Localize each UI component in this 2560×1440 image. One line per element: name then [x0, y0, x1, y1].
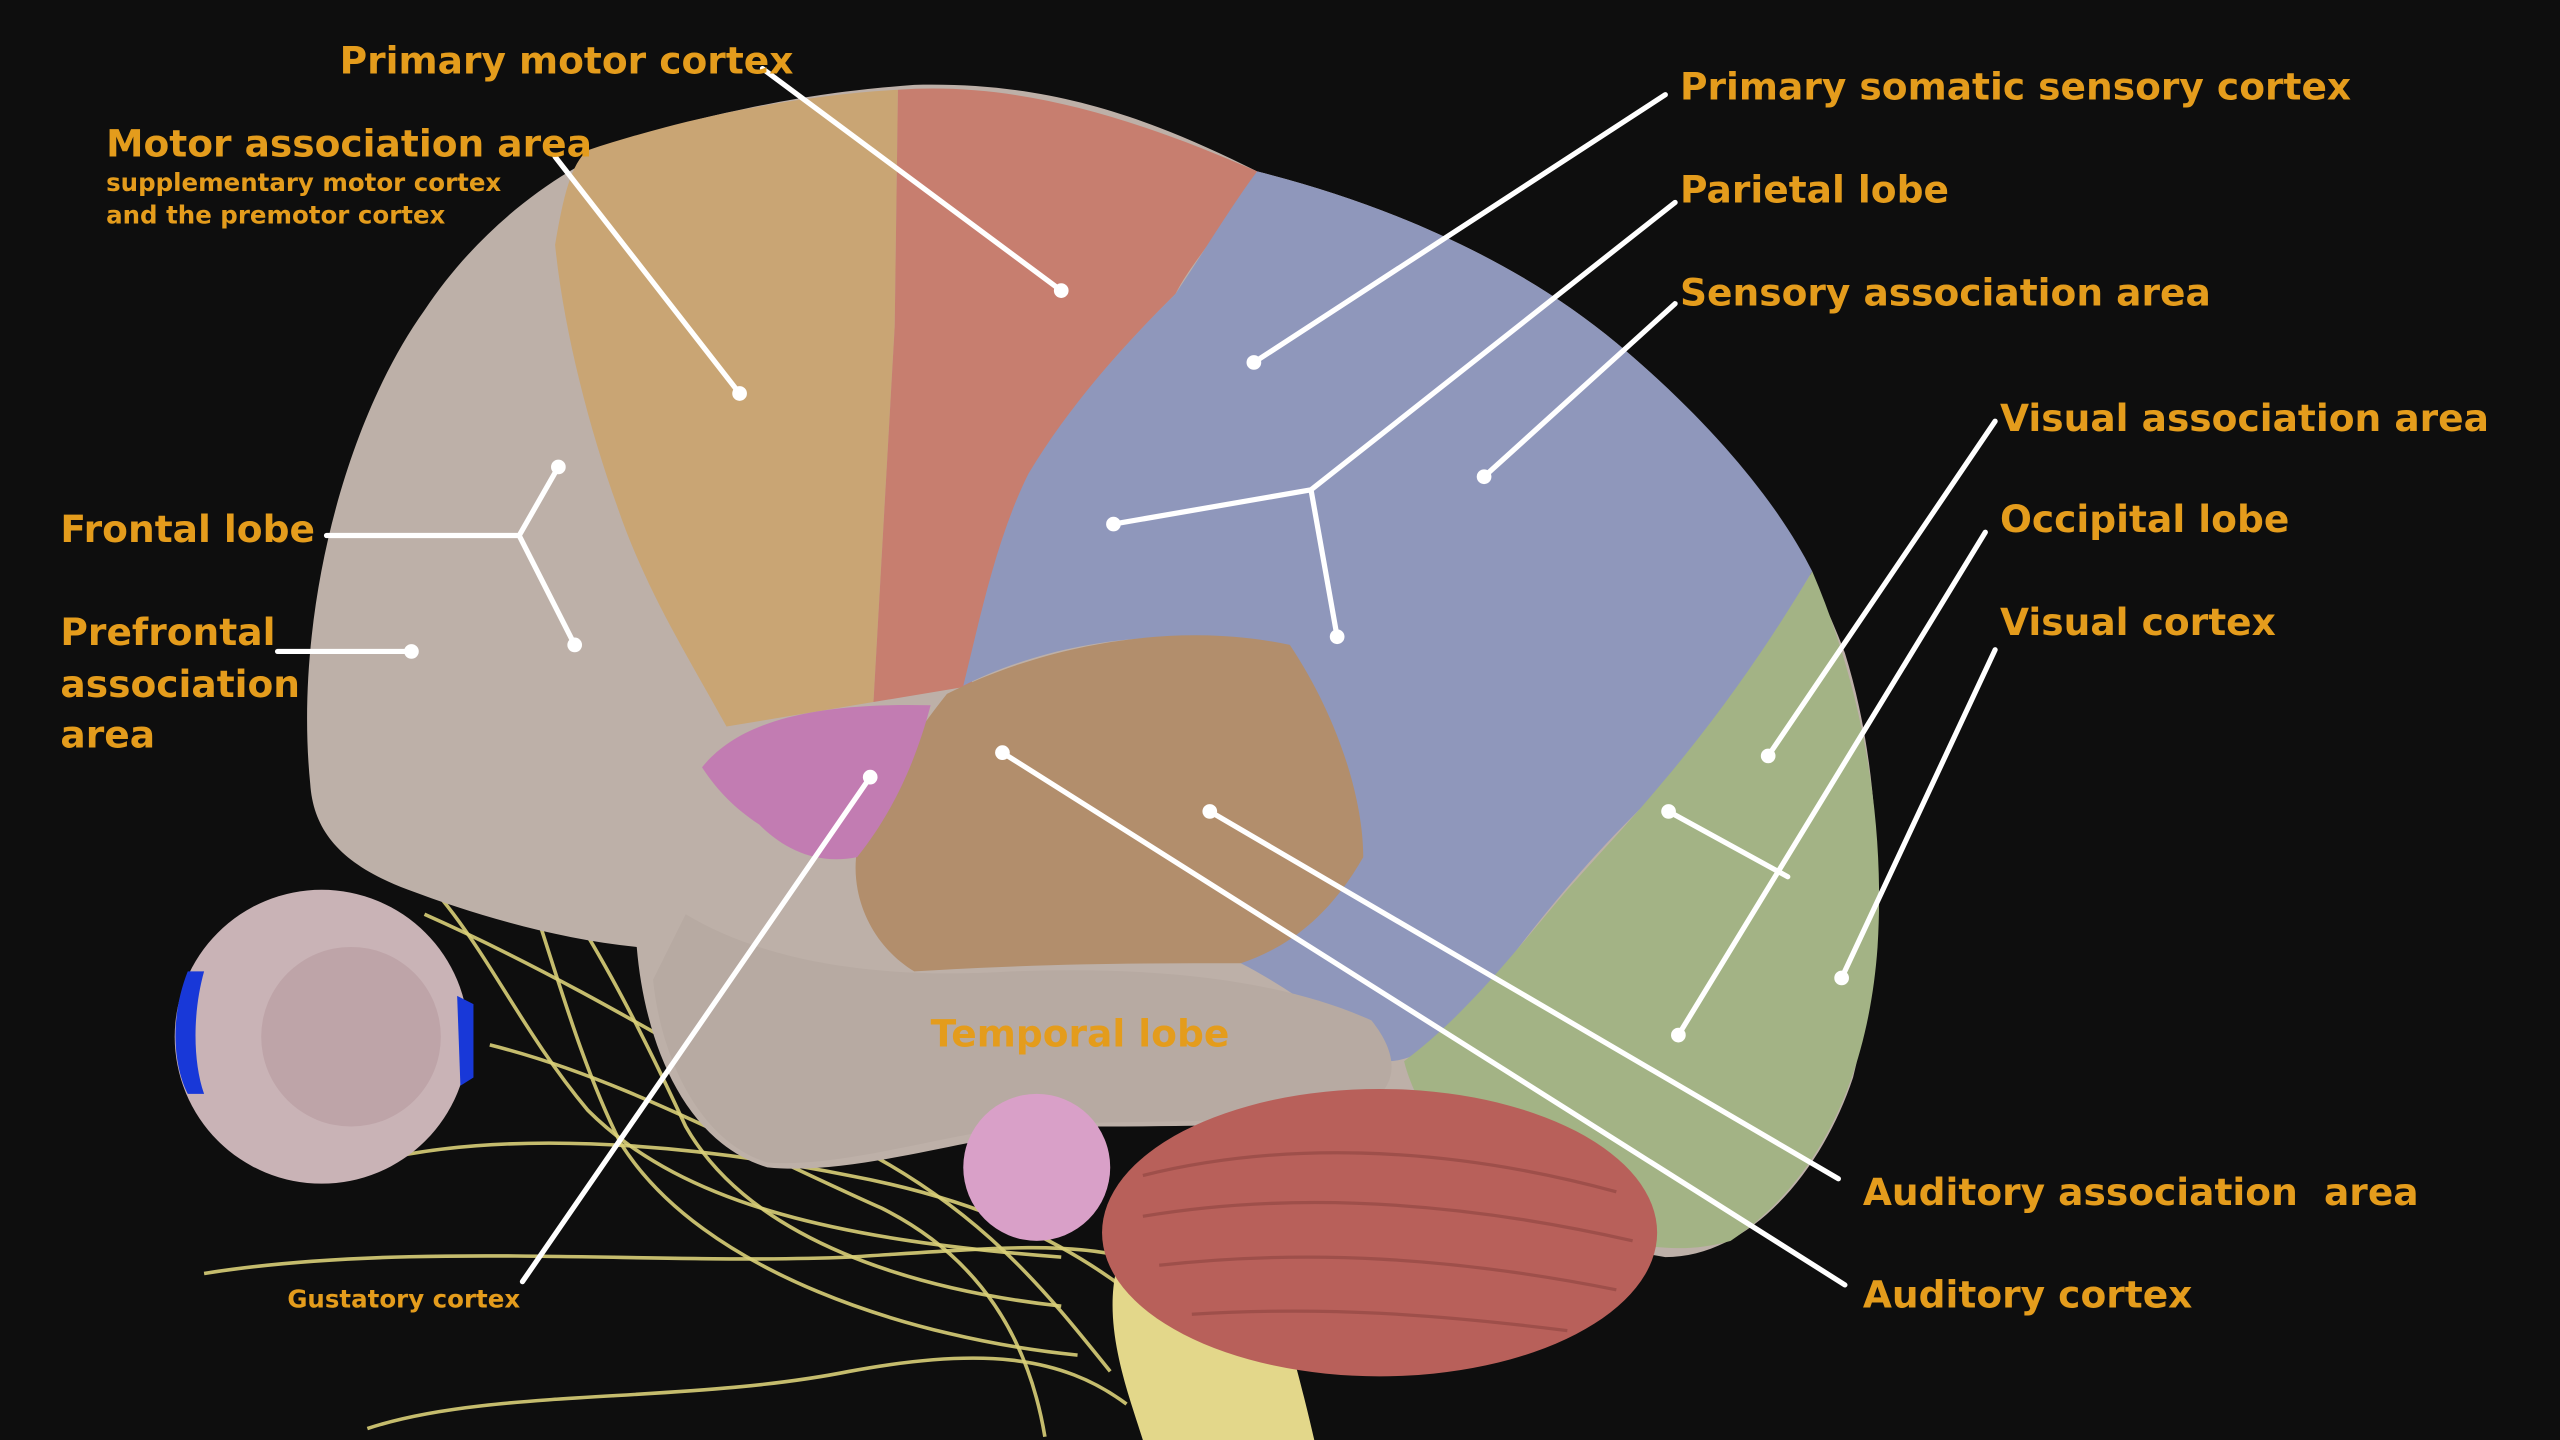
label-motor-association-area: Motor association area	[106, 122, 592, 166]
gustatory-region	[702, 705, 931, 860]
label-sensory-association-area: Sensory association area	[1680, 270, 2211, 314]
label-visual-association-area: Visual association area	[2000, 396, 2489, 440]
label-gustatory-cortex: Gustatory cortex	[287, 1285, 520, 1314]
label-temporal-lobe: Temporal lobe	[931, 1012, 1230, 1056]
label-auditory-association-area: Auditory association area	[1863, 1170, 2419, 1214]
label-prefrontal-line3: area	[60, 713, 155, 757]
label-frontal-lobe: Frontal lobe	[60, 507, 315, 551]
auditory-region	[855, 635, 1364, 972]
parietal-region	[963, 171, 1813, 1062]
label-primary-motor-cortex: Primary motor cortex	[340, 38, 794, 82]
temporal-lobe-band	[653, 914, 1392, 1164]
pituitary	[963, 1093, 1111, 1241]
label-prefrontal-line2: association	[60, 662, 300, 706]
label-motor-association-sub1: supplementary motor cortex	[106, 168, 501, 197]
label-parietal-lobe: Parietal lobe	[1680, 167, 1949, 211]
cerebellum	[1102, 1088, 1658, 1377]
cerebellum-folia	[1142, 1151, 1634, 1333]
leader-lines	[274, 65, 1998, 1288]
primary-motor-region	[873, 88, 1258, 703]
motor-association-region	[555, 89, 898, 727]
label-prefrontal-line1: Prefrontal	[60, 610, 275, 654]
label-primary-somatic-sensory-cortex: Primary somatic sensory cortex	[1680, 65, 2351, 109]
eyeball	[174, 889, 474, 1184]
label-occipital-lobe: Occipital lobe	[2000, 497, 2289, 541]
label-motor-association-sub2: and the premotor cortex	[106, 201, 445, 230]
label-visual-cortex: Visual cortex	[2000, 600, 2276, 644]
label-auditory-cortex: Auditory cortex	[1863, 1273, 2193, 1317]
